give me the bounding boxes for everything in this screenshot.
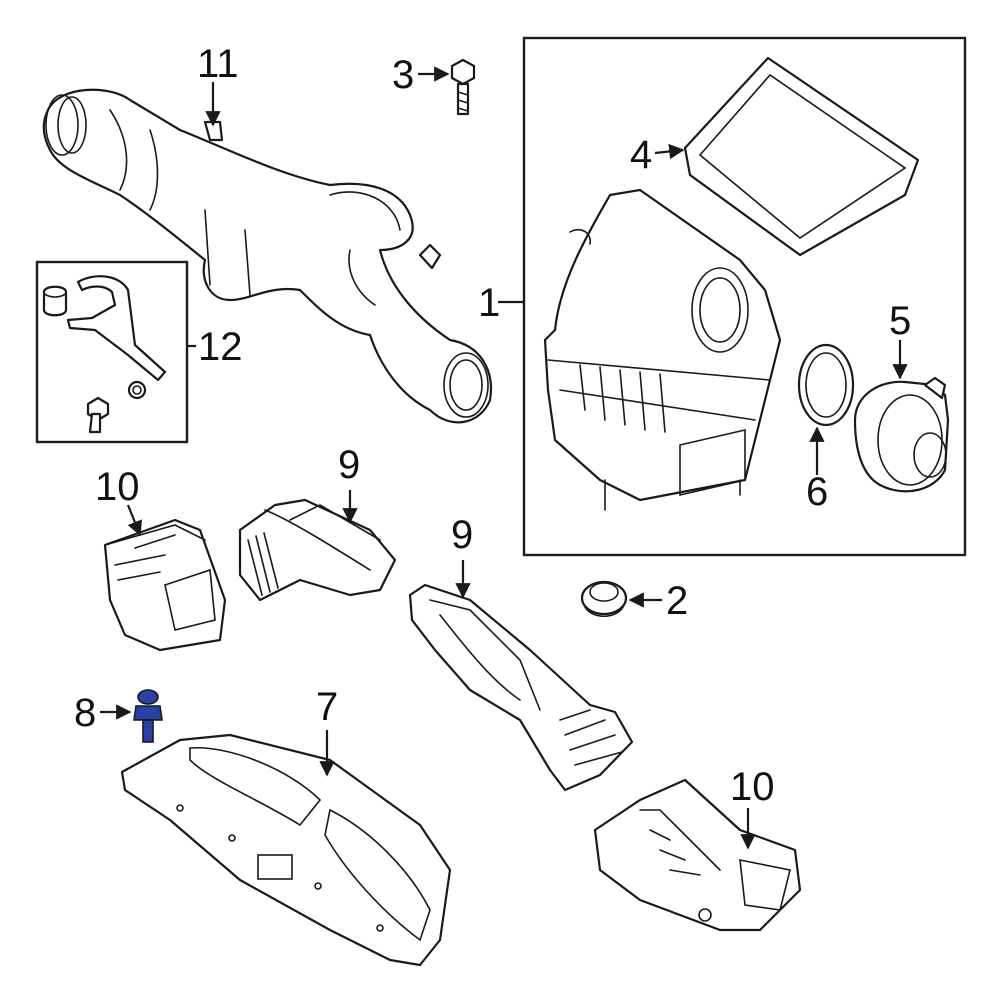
callout-10-lower: 10 [730,765,775,809]
callout-3: 3 [392,53,414,97]
kit-box-12 [35,260,189,444]
callout-7: 7 [316,685,338,729]
air-filter-4[interactable] [683,56,920,257]
callout-4: 4 [630,133,652,177]
leader-lines [100,66,908,850]
seal-ring-6[interactable] [797,343,855,427]
callout-8: 8 [74,691,96,735]
callout-9-upper: 9 [338,443,360,487]
grommet-2[interactable] [580,580,628,618]
bracket-kit-12[interactable] [42,275,167,434]
air-guide-10-lower[interactable] [593,778,802,932]
bolt-8-highlighted[interactable] [133,689,163,743]
callout-9-lower: 9 [451,513,473,557]
air-duct-9-lower[interactable] [408,583,634,792]
intake-tube-11[interactable] [42,88,493,424]
callout-2: 2 [666,579,688,623]
air-cleaner-housing-1[interactable] [543,188,782,511]
callout-10-upper: 10 [95,465,140,509]
mass-air-flow-sensor-5[interactable] [853,376,950,493]
callout-6: 6 [806,470,828,514]
callout-1: 1 [478,281,500,325]
air-guide-10-upper[interactable] [103,518,227,652]
callout-12: 12 [198,325,243,369]
air-duct-9-upper[interactable] [238,498,397,602]
callout-labels: 11 3 4 1 5 6 12 10 9 9 2 7 8 10 [74,42,911,809]
deflector-panel-7[interactable] [120,733,452,967]
assembly-box-1 [522,36,967,557]
bolt-3[interactable] [450,58,476,116]
callout-11: 11 [197,42,239,86]
callout-5: 5 [889,299,911,343]
